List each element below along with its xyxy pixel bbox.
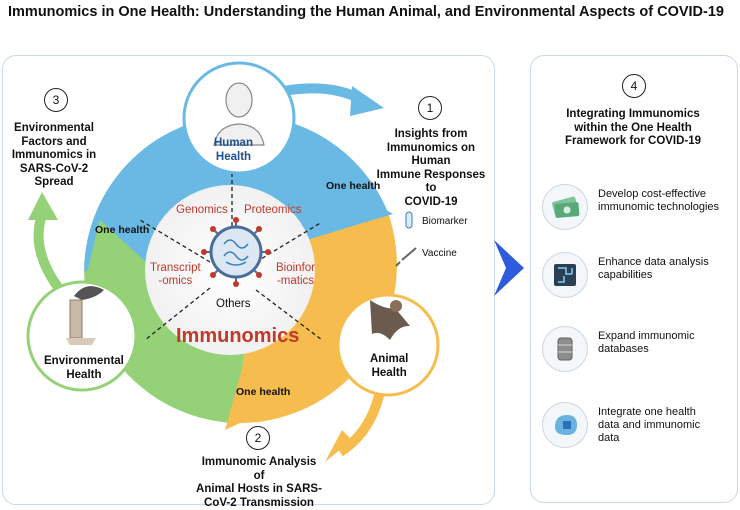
page-title: Immunomics in One Health: Understanding … (8, 4, 724, 20)
money-icon (542, 184, 588, 230)
section-4-number: 4 (622, 74, 646, 98)
others-label: Others (216, 298, 251, 310)
ring-label-environment: One health (95, 224, 150, 236)
person-icon (213, 82, 265, 146)
biomarker-label: Biomarker (422, 216, 468, 227)
proteomics-label: Proteomics (244, 204, 302, 216)
database-icon (542, 326, 588, 372)
bat-icon (370, 300, 410, 340)
vaccine-icon (395, 247, 417, 267)
bioinformatics-label: Bioinfor-matics (276, 262, 315, 287)
integration-panel (530, 55, 738, 503)
circuit-icon (542, 252, 588, 298)
brain-puzzle-icon (542, 402, 588, 448)
section-3-number: 3 (44, 88, 68, 112)
vaccine-label: Vaccine (422, 248, 457, 259)
arrow-env-to-3 (33, 213, 65, 293)
transcriptomics-label: Transcript-omics (150, 262, 201, 287)
virus-icon (201, 217, 271, 287)
section-2-number: 2 (246, 426, 270, 450)
ring-label-human: One health (326, 180, 381, 192)
overview-panel (2, 55, 495, 505)
spokes (139, 158, 323, 341)
human-health-circle (182, 61, 296, 175)
animal-health-circle (336, 293, 440, 397)
chevron-right-icon (494, 240, 524, 296)
factory-icon (66, 286, 104, 345)
genomics-label: Genomics (176, 204, 228, 216)
ring-label-animal: One health (236, 386, 291, 398)
immunomics-label: Immunomics (176, 325, 300, 347)
section-1-number: 1 (418, 96, 442, 120)
biomarker-icon (405, 211, 413, 229)
